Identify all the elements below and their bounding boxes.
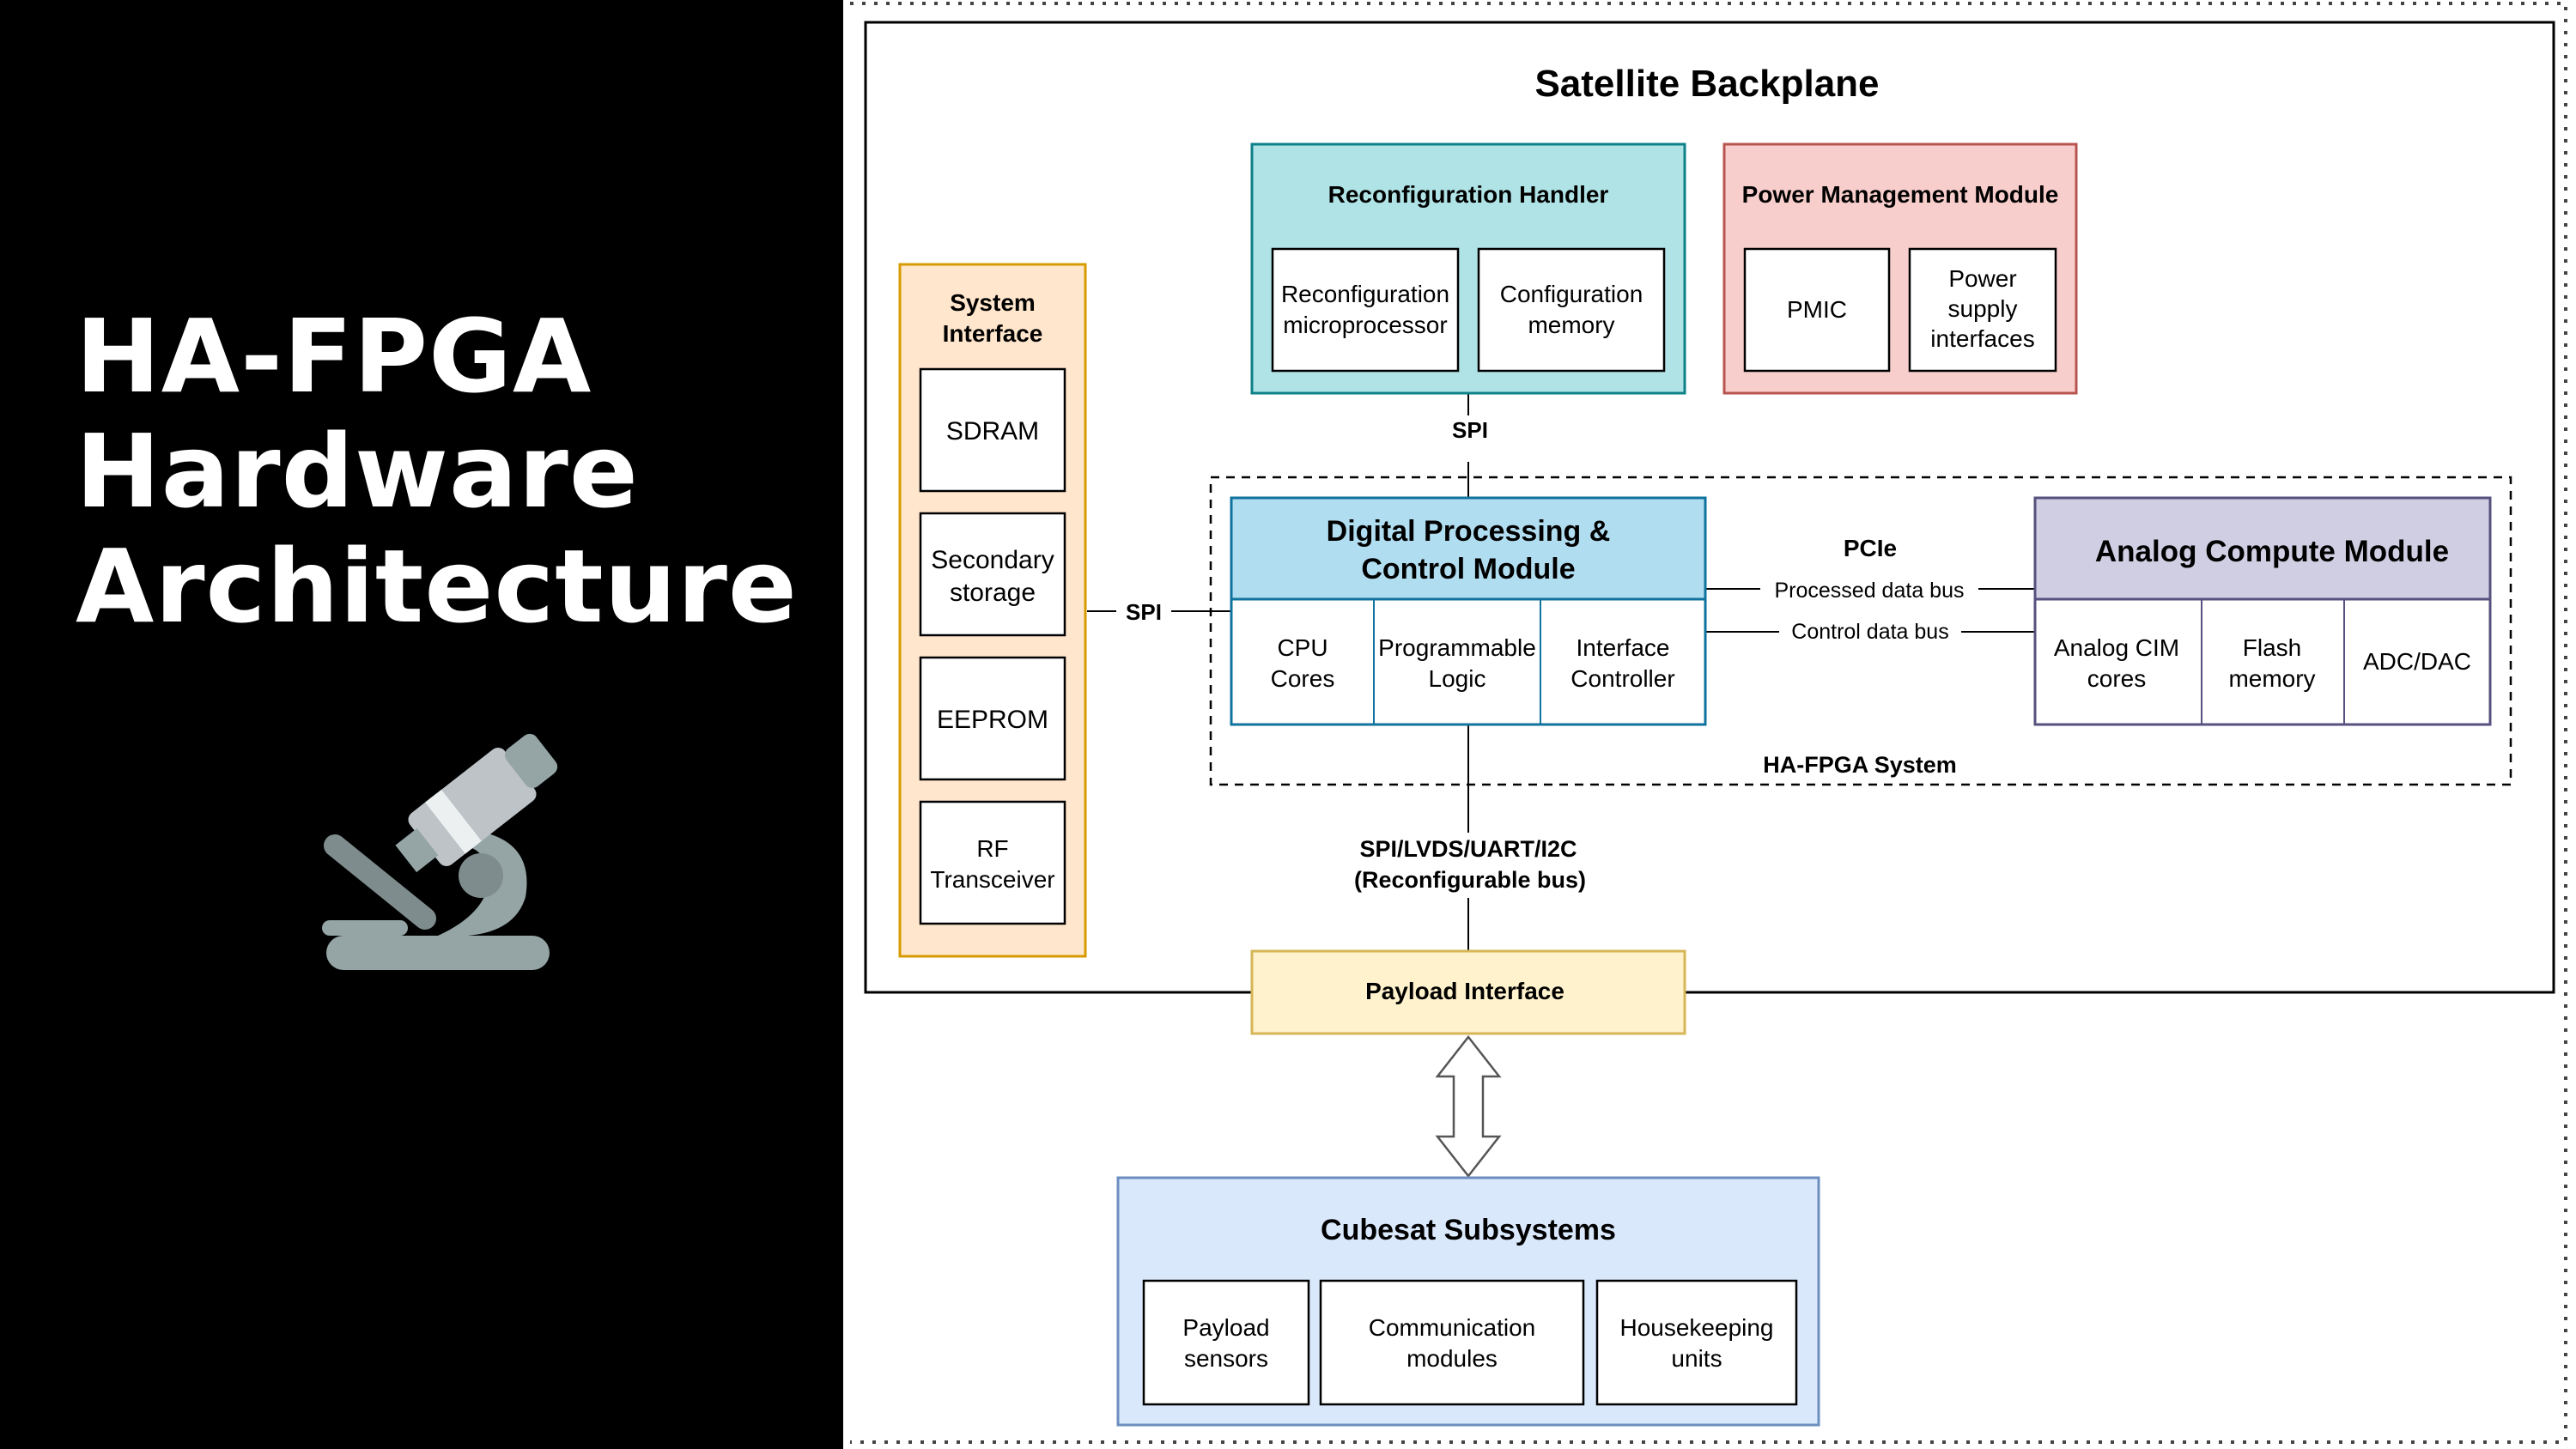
power-management-module: Power Management Module PMIC Power suppl… [1722, 142, 2078, 395]
cpu-cores-label: Cores [1271, 665, 1335, 692]
slide-title-line: HA-FPGA [76, 297, 592, 415]
flash-memory-label: Flash [2243, 634, 2301, 661]
ha-fpga-system-label: HA-FPGA System [1763, 752, 1957, 778]
digital-module-title: Control Module [1361, 553, 1575, 585]
slide-title-line: Hardware [76, 412, 639, 530]
rf-transceiver-label: Transceiver [930, 866, 1054, 893]
power-supply-interfaces-box [1908, 247, 2057, 373]
payload-interface: Payload Interface [1250, 949, 1686, 1035]
interface-controller-label: Interface [1577, 634, 1670, 661]
reconfigurable-bus-label: (Reconfigurable bus) [1354, 867, 1586, 893]
spi-left-label: SPI [1126, 599, 1162, 625]
ha-fpga-system-region [1209, 476, 2512, 786]
payload-sensors-box [1142, 1279, 1310, 1406]
configuration-memory-box [1477, 247, 1666, 373]
reconfiguration-handler: Reconfiguration Handler Reconfiguration … [1250, 142, 1686, 395]
slide-title: HA-FPGA Hardware Architecture [76, 299, 831, 644]
interface-controller-label: Controller [1571, 665, 1674, 692]
payload-sensors-label: Payload [1182, 1314, 1269, 1341]
reconfigurable-bus-label: SPI/LVDS/UART/I2C [1359, 836, 1577, 862]
flash-memory-label: memory [2228, 665, 2315, 692]
adc-dac-label: ADC/DAC [2363, 648, 2471, 675]
reconfiguration-microprocessor-label: microprocessor [1283, 312, 1447, 338]
cubesat-subsystems: Cubesat Subsystems Payload sensors Commu… [1116, 1176, 1820, 1427]
cpu-cores-label: CPU [1277, 634, 1327, 661]
cubesat-title: Cubesat Subsystems [1321, 1214, 1616, 1246]
architecture-diagram: Satellite Backplane HA-FPGA System Recon… [850, 2, 2567, 1444]
programmable-logic-label: Programmable [1378, 634, 1536, 661]
system-interface-title: Interface [943, 320, 1043, 347]
eeprom-label: EEPROM [937, 706, 1048, 734]
secondary-storage-label: storage [950, 579, 1036, 607]
power-supply-interfaces-label: supply [1948, 295, 2018, 322]
control-data-bus-label: Control data bus [1791, 620, 1948, 644]
analog-module-title: Analog Compute Module [2095, 535, 2449, 568]
digital-module-title: Digital Processing & [1327, 515, 1611, 548]
reconfiguration-microprocessor-label: Reconfiguration [1281, 281, 1449, 307]
reconfiguration-handler-title: Reconfiguration Handler [1328, 181, 1609, 208]
payload-interface-label: Payload Interface [1365, 978, 1564, 1004]
programmable-logic-label: Logic [1429, 665, 1486, 692]
connector-lines [1087, 393, 2035, 951]
sdram-label: SDRAM [946, 417, 1039, 446]
configuration-memory-label: Configuration [1500, 281, 1643, 307]
power-supply-interfaces-label: Power [1948, 265, 2016, 292]
reconfiguration-microprocessor-box [1271, 247, 1460, 373]
analog-compute-module: Analog Compute Module Analog CIM cores F… [2033, 496, 2492, 726]
system-interface: System Interface SDRAM Secondary storage… [898, 263, 1087, 958]
communication-modules-box [1319, 1279, 1585, 1406]
pmic-label: PMIC [1787, 296, 1847, 323]
communication-modules-label: modules [1406, 1345, 1498, 1372]
communication-modules-label: Communication [1369, 1314, 1536, 1341]
secondary-storage-label: Secondary [931, 546, 1054, 574]
bidirectional-arrow [1435, 1034, 1502, 1179]
system-interface-title: System [950, 289, 1036, 316]
rf-transceiver-label: RF [976, 835, 1008, 862]
pmic-box [1743, 247, 1891, 373]
secondary-storage-box [919, 512, 1066, 637]
eeprom-box [919, 656, 1066, 781]
backplane-title: Satellite Backplane [1534, 63, 1879, 105]
configuration-memory-label: memory [1528, 312, 1614, 338]
payload-sensors-label: sensors [1184, 1345, 1268, 1372]
sdram-box [919, 367, 1066, 493]
title-panel: HA-FPGA Hardware Architecture [0, 0, 843, 1449]
analog-cim-cores-label: Analog CIM [2054, 634, 2179, 661]
slide-title-line: Architecture [76, 527, 798, 646]
processed-data-bus-label: Processed data bus [1775, 579, 1965, 603]
spi-top-label: SPI [1452, 417, 1488, 443]
rf-transceiver-box [919, 800, 1066, 925]
housekeeping-units-label: Housekeeping [1619, 1314, 1773, 1341]
pcie-label: PCIe [1844, 535, 1897, 561]
power-supply-interfaces-label: interfaces [1930, 325, 2034, 352]
microscope-icon [322, 733, 558, 970]
power-management-title: Power Management Module [1742, 181, 2059, 208]
analog-cim-cores-label: cores [2087, 665, 2146, 692]
housekeeping-units-label: units [1671, 1345, 1722, 1372]
digital-processing-control-module: Digital Processing & Control Module CPU … [1230, 496, 1707, 726]
housekeeping-units-box [1595, 1279, 1798, 1406]
